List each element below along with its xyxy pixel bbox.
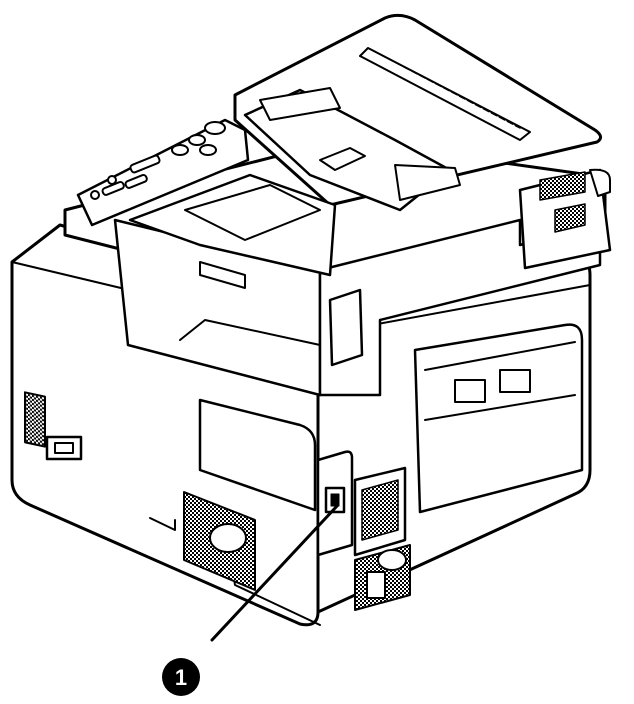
left-vent xyxy=(24,391,46,448)
callout-number: 1 xyxy=(175,665,187,690)
callout-leader-line xyxy=(210,504,339,642)
scanner-unit xyxy=(63,138,612,397)
rear-duplex-panel xyxy=(413,323,584,514)
left-access-panel xyxy=(198,398,317,512)
power-switch xyxy=(316,450,354,557)
left-port-icon xyxy=(45,435,83,461)
callout-badge: 1 xyxy=(162,658,200,696)
operator-panel xyxy=(76,118,250,227)
adf-cover xyxy=(128,13,602,289)
rear-connector-panel xyxy=(353,466,411,611)
